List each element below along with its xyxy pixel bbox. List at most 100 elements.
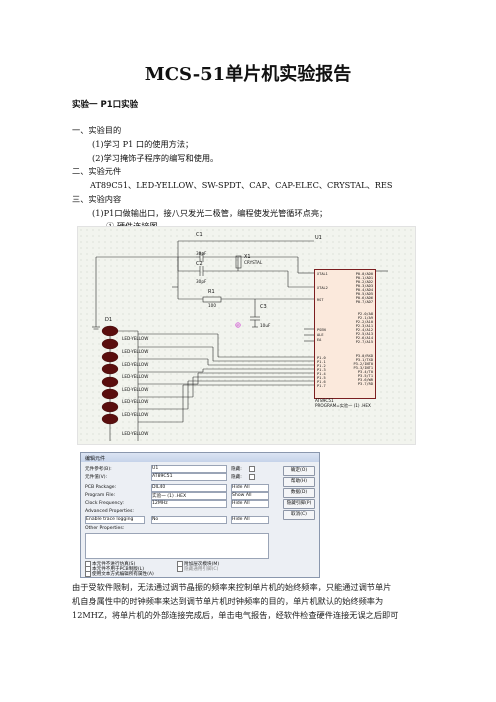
chip-pin-label: P0.4/AD4 <box>355 288 373 292</box>
chip-pin-label: P1.4 <box>317 372 326 376</box>
chip-pin-label: P1.5 <box>317 376 326 380</box>
chip-pin-label: P3.5/T1 <box>357 374 373 378</box>
ok-button[interactable]: 确定(O) <box>283 466 315 476</box>
chip-pin-label: P3.6/WR <box>357 378 373 382</box>
hidden-pins-button[interactable]: 隐藏引脚(P) <box>283 499 315 509</box>
dialog-titlebar: 编辑元件 <box>81 453 319 462</box>
chip-pin-label: RST <box>317 298 324 302</box>
pcb-package-visibility-select[interactable]: Hide All <box>231 484 269 492</box>
field-hide-label: 隐藏: <box>231 467 242 472</box>
field-label: 元件参考(B): <box>85 467 112 472</box>
page-title: MCS-51单片机实验报告 <box>144 64 352 85</box>
program-file-visibility-select[interactable]: Show All <box>231 492 269 500</box>
x1-label: X1 <box>244 254 251 260</box>
checkbox-label: 本元件不用于PCB制版(L) <box>92 566 145 572</box>
c3-value: 10uF <box>260 323 271 328</box>
chip-pin-label: P0.6/AD6 <box>355 296 373 300</box>
paragraph-line: 由于受软件限制，无法通过调节晶振的频率来控制单片机的始终频率，只能通过调节单片 <box>72 582 392 592</box>
chip-pin-label: P0.1/AD1 <box>355 276 373 280</box>
checkbox-label: 附加层次模块(M) <box>184 561 220 567</box>
pcb-package-select[interactable]: DIL40 <box>151 484 227 492</box>
advanced-property-select[interactable]: Enable trace logging <box>85 516 145 524</box>
trace-logging-visibility-select[interactable]: Hide All <box>231 516 269 524</box>
field-label: Clock Frequency: <box>85 501 124 506</box>
clock-frequency-visibility-select[interactable]: Hide All <box>231 500 269 508</box>
chip-pin-label: P2.5/A13 <box>355 332 373 336</box>
clock-frequency-input[interactable]: 12MHz <box>151 500 227 508</box>
chip-pin-label: P2.6/A14 <box>355 336 373 340</box>
other-properties-textarea[interactable] <box>85 533 269 559</box>
body-paragraph: 由于受软件限制，无法通过调节晶振的频率来控制单片机的始终频率，只能通过调节单片 … <box>72 580 432 622</box>
field-label: PCB Package: <box>85 485 117 490</box>
paragraph-line: 机自身属性中的时钟频率来达到调节单片机时钟频率的目的，单片机默认的始终频率为 <box>72 596 384 606</box>
edit-component-dialog: 编辑元件 元件参考(B): U1 隐藏: 元件值(V): AT89C51 隐藏:… <box>80 452 320 578</box>
chip-pin-label: P0.5/AD5 <box>355 292 373 296</box>
c1-value: 30pF <box>196 251 207 256</box>
chip-pin-label: P0.2/AD2 <box>355 280 373 284</box>
help-button[interactable]: 帮助(H) <box>283 477 315 487</box>
led-label: LED-YELLOW <box>122 399 149 404</box>
hide-checkbox[interactable] <box>249 474 255 480</box>
trace-logging-select[interactable]: No <box>151 516 227 524</box>
chip-pin-label: P3.7/RD <box>357 382 373 386</box>
chip-pin-label: P2.2/A10 <box>355 320 373 324</box>
purpose-item-1: (1)学习 P1 口的使用方法； <box>92 139 194 149</box>
chip-pin-label: EA <box>317 338 322 342</box>
chip-part-name: AT89C51 <box>315 398 334 403</box>
chip-pin-label: P2.0/A8 <box>357 312 373 316</box>
purpose-item-2: (2)学习掩饰子程序的编写和使用。 <box>92 153 219 163</box>
component-value-input[interactable]: AT89C51 <box>151 473 227 481</box>
c2-label: C2 <box>196 261 203 267</box>
at89c51-chip: XTAL1 XTAL2 RST PSEN ALE EA P1.0 P1.1 P1… <box>314 269 376 399</box>
cancel-button[interactable]: 取消(C) <box>283 510 315 520</box>
c2-value: 30pF <box>196 279 207 284</box>
experiment-title: 实验一 P1口实验 <box>72 100 139 110</box>
chip-pin-label: P3.2/INT0 <box>353 362 373 366</box>
field-label: Program File: <box>85 493 116 498</box>
hide-checkbox[interactable] <box>249 466 255 472</box>
circuit-schematic: C1 30pF C2 30pF X1 CRYSTAL R1 100 C3 10u… <box>77 226 416 445</box>
chip-pin-label: P0.0/AD0 <box>355 272 373 276</box>
led-label: LED-YELLOW <box>122 374 149 379</box>
paragraph-line: 12MHZ，将单片机的外部连接完成后，单击电气报告，经软件检查硬件连接无误之后即… <box>72 610 399 620</box>
chip-pin-label: P1.1 <box>317 360 326 364</box>
program-file-input[interactable]: 实验一 (1) .HEX <box>151 492 227 500</box>
led-label: LED-YELLOW <box>122 387 149 392</box>
components-list: AT89C51、LED-YELLOW、SW-SPDT、CAP、CAP-ELEC、… <box>90 180 393 190</box>
led-label: LED-YELLOW <box>122 336 149 341</box>
other-properties-label: Other Properties: <box>85 526 125 531</box>
chip-pin-label: P1.0 <box>317 356 326 360</box>
chip-pin-label: P2.7/A15 <box>355 340 373 344</box>
chip-pin-label: P1.7 <box>317 384 326 388</box>
led-label: LED-YELLOW <box>122 362 149 367</box>
chip-pin-label: XTAL2 <box>317 286 328 290</box>
chip-program-file: PROGRAM=实验一 (1) .HEX <box>315 403 371 408</box>
chip-pin-label: ALE <box>317 333 324 337</box>
content-item-1: (1)P1口做输出口，接八只发光二极管，编程使发光管循环点亮； <box>92 208 328 218</box>
c3-label: C3 <box>260 304 267 310</box>
chip-pin-label: P2.3/A11 <box>355 324 373 328</box>
component-reference-input[interactable]: U1 <box>151 465 227 473</box>
r1-label: R1 <box>208 289 215 295</box>
led-label: LED-YELLOW <box>122 412 149 417</box>
dialog-title: 编辑元件 <box>85 455 106 462</box>
text-edit-all-checkbox[interactable] <box>85 571 91 577</box>
checkbox-label: 本元件不进行仿真(S) <box>92 561 136 567</box>
data-button[interactable]: 数据(D) <box>283 488 315 498</box>
checkbox-label: 隐藏通用引脚(C) <box>184 566 219 572</box>
led-label: LED-YELLOW <box>122 349 149 354</box>
r1-value: 100 <box>208 303 216 308</box>
checkbox-label: 使用文本方式编辑所有属性(A) <box>92 571 154 577</box>
chip-pin-label: P2.1/A9 <box>357 316 373 320</box>
chip-pin-label: P1.6 <box>317 380 326 384</box>
field-hide-label: 隐藏: <box>231 475 242 480</box>
hide-common-pins-checkbox[interactable] <box>177 566 183 572</box>
led-label: LED-YELLOW <box>122 431 149 436</box>
x1-type: CRYSTAL <box>244 260 263 265</box>
advanced-properties-label: Advanced Properties: <box>85 509 134 514</box>
chip-pin-label: P3.1/TXD <box>355 358 373 362</box>
section-components: 二、实验元件 <box>72 166 122 176</box>
chip-pin-label: P1.3 <box>317 368 326 372</box>
chip-pin-label: P0.3/AD3 <box>355 284 373 288</box>
chip-pin-label: XTAL1 <box>317 272 328 276</box>
